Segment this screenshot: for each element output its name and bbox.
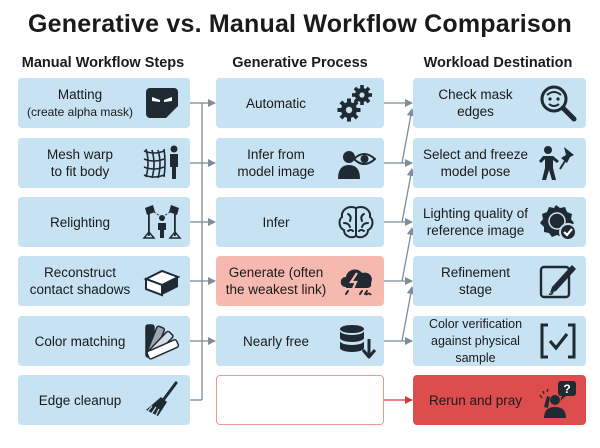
praying-person-icon: ? bbox=[538, 380, 578, 420]
database-icon bbox=[336, 321, 376, 361]
column-header-manual: Manual Workflow Steps bbox=[21, 55, 185, 71]
destination-label-6: Rerun and pray bbox=[428, 392, 523, 408]
destination-box-4: Refinement stage bbox=[413, 256, 586, 306]
mesh-warp-icon bbox=[142, 143, 182, 183]
generative-box-2: Infer from model image bbox=[216, 138, 384, 188]
generative-box-4: Generate (often the weakest link) bbox=[216, 256, 384, 306]
eye-person-icon bbox=[336, 143, 376, 183]
mask-icon bbox=[142, 83, 182, 123]
destination-label-4: Refinement stage bbox=[440, 265, 511, 297]
diagonal-arrow-3 bbox=[401, 227, 415, 282]
quality-badge-icon bbox=[538, 202, 578, 242]
manual-label-4: Reconstruct contact shadows bbox=[29, 265, 131, 297]
generative-label-3: Infer bbox=[262, 214, 290, 230]
generative-label-2: Infer from model image bbox=[237, 147, 315, 179]
manual-label-5: Color matching bbox=[34, 333, 126, 349]
check-bracket-icon bbox=[538, 321, 578, 361]
generative-box-6 bbox=[216, 375, 384, 425]
column-header-generative: Generative Process bbox=[232, 55, 368, 71]
generative-label-5: Nearly free bbox=[242, 333, 310, 349]
destination-label-5: Color verification against physical samp… bbox=[428, 316, 523, 365]
color-swatch-icon bbox=[142, 321, 182, 361]
manual-box-3: Relighting bbox=[18, 197, 190, 247]
manual-box-4: Reconstruct contact shadows bbox=[18, 256, 190, 306]
manual-label-3: Relighting bbox=[49, 214, 111, 230]
brain-icon bbox=[336, 202, 376, 242]
manual-label-1: Matting(create alpha mask) bbox=[26, 86, 134, 119]
diagram-title: Generative vs. Manual Workflow Compariso… bbox=[28, 10, 572, 38]
magnifier-face-icon bbox=[538, 83, 578, 123]
manual-box-6: Edge cleanup bbox=[18, 375, 190, 425]
manual-label-2: Mesh warp to fit body bbox=[46, 147, 114, 179]
gears-icon bbox=[336, 83, 376, 123]
manual-box-1: Matting(create alpha mask) bbox=[18, 78, 190, 128]
destination-box-3: Lighting quality of reference image bbox=[413, 197, 586, 247]
destination-box-1: Check mask edges bbox=[413, 78, 586, 128]
manual-label-6: Edge cleanup bbox=[38, 392, 122, 408]
destination-box-2: Select and freeze model pose bbox=[413, 138, 586, 188]
destination-box-6: Rerun and pray? bbox=[413, 375, 586, 425]
broom-icon bbox=[142, 380, 182, 420]
generative-label-1: Automatic bbox=[245, 95, 307, 111]
destination-label-2: Select and freeze model pose bbox=[422, 147, 529, 179]
svg-text:?: ? bbox=[563, 382, 570, 396]
diagonal-arrow-1 bbox=[401, 108, 415, 164]
destination-label-1: Check mask edges bbox=[438, 87, 513, 119]
destination-label-3: Lighting quality of reference image bbox=[422, 206, 529, 238]
pose-pin-icon bbox=[538, 143, 578, 183]
studio-lights-icon bbox=[142, 202, 182, 242]
generative-box-5: Nearly free bbox=[216, 316, 384, 366]
shadow-box-icon bbox=[142, 261, 182, 301]
column-header-destination: Workload Destination bbox=[423, 55, 573, 71]
manual-box-2: Mesh warp to fit body bbox=[18, 138, 190, 188]
pencil-edit-icon bbox=[538, 261, 578, 301]
destination-box-5: Color verification against physical samp… bbox=[413, 316, 586, 366]
manual-box-5: Color matching bbox=[18, 316, 190, 366]
generative-label-4: Generate (often the weakest link) bbox=[225, 265, 327, 297]
storm-cloud-icon bbox=[336, 261, 376, 301]
generative-box-1: Automatic bbox=[216, 78, 384, 128]
generative-box-3: Infer bbox=[216, 197, 384, 247]
diagonal-arrow-4 bbox=[401, 286, 415, 342]
diagonal-arrow-2 bbox=[401, 168, 415, 223]
manual-sublabel-1: (create alpha mask) bbox=[26, 104, 134, 119]
